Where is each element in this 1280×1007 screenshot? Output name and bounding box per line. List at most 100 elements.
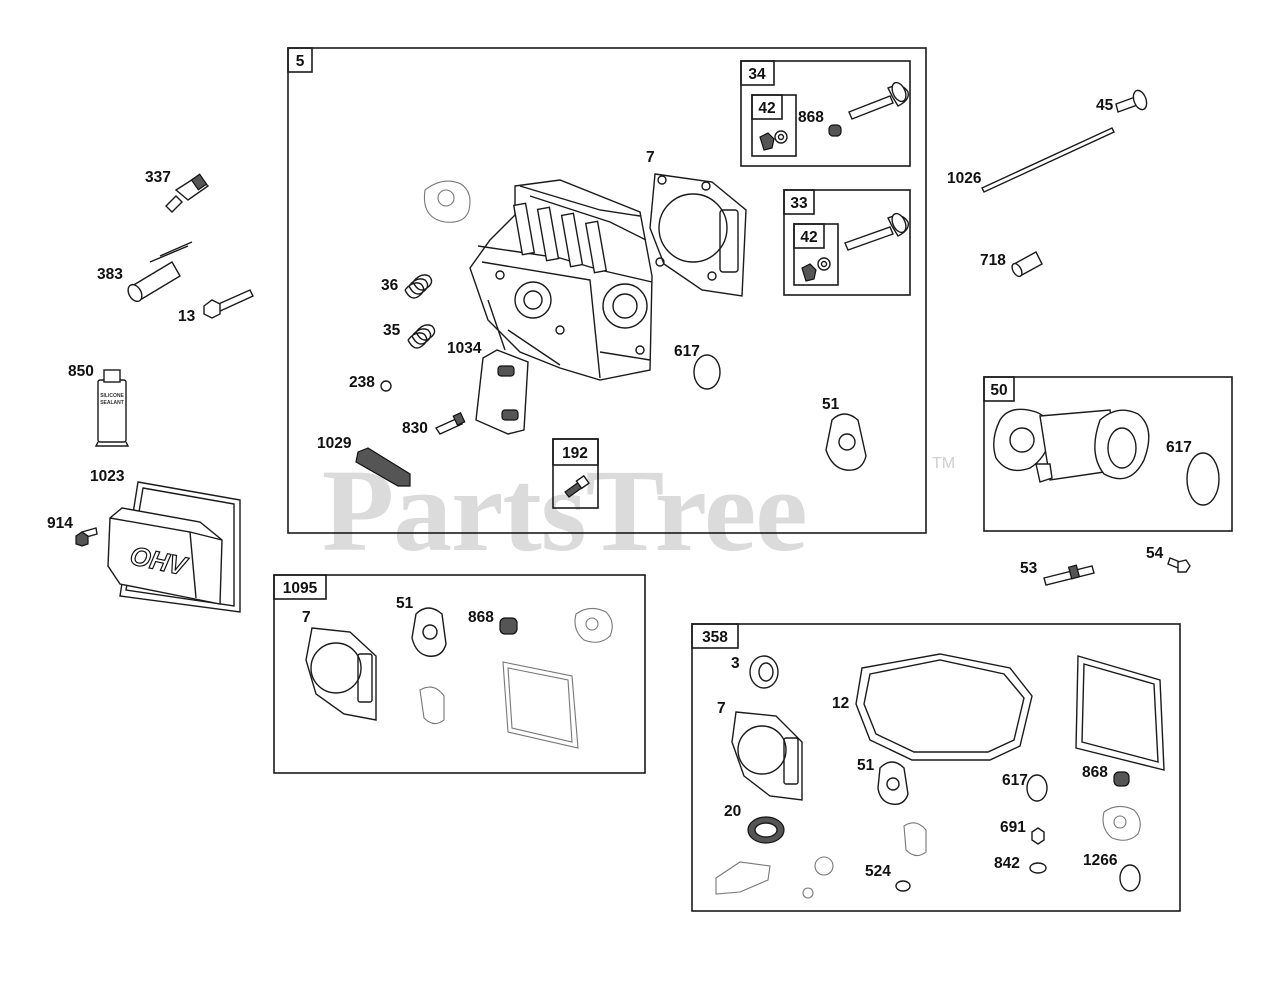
label-1026: 1026: [947, 170, 982, 187]
dowel-pin-icon: [1011, 251, 1043, 278]
seal-20-icon: [747, 816, 785, 844]
gasket-51-1095-icon: [411, 607, 447, 657]
label-51: 51: [822, 396, 840, 413]
carburetor-gasket-icon: [825, 413, 867, 471]
label-35: 35: [383, 322, 401, 339]
gasket-51-358-icon: [877, 761, 909, 805]
label-7-1095: 7: [302, 609, 311, 626]
label-718: 718: [980, 252, 1006, 269]
watermark-text: PartsTree: [322, 445, 807, 576]
exhaust-valve-icon: [844, 212, 909, 251]
label-1023: 1023: [90, 468, 125, 485]
o-ring-icon: [693, 354, 721, 390]
valve-lifter-icon: [1115, 89, 1148, 113]
box-5-number: 5: [296, 53, 305, 70]
intake-gasket-faint-icon: [423, 180, 471, 223]
o-ring-524-icon: [895, 880, 911, 892]
intake-manifold-icon: [993, 408, 1150, 483]
oil-seal-icon: [749, 655, 779, 689]
nut-691-icon: [1031, 827, 1045, 845]
label-12: 12: [832, 695, 849, 712]
label-868-358: 868: [1082, 764, 1108, 781]
breather-plate-icon: [475, 349, 529, 435]
rocker-arm-icon: [355, 447, 411, 487]
box-34-number: 34: [748, 66, 766, 83]
label-53: 53: [1020, 560, 1038, 577]
label-337: 337: [145, 169, 171, 186]
group-box-33: 33 42: [783, 189, 911, 296]
label-1034: 1034: [447, 340, 482, 357]
group-box-34: 34 42: [740, 60, 911, 167]
group-box-192: 192: [552, 438, 599, 509]
manifold-o-ring-icon: [1186, 452, 1220, 506]
label-51-1095: 51: [396, 595, 414, 612]
retainer-icon: [828, 124, 842, 137]
o-ring-617-358-icon: [1026, 774, 1048, 802]
push-rod-icon: [981, 127, 1115, 193]
box-1095-number: 1095: [283, 580, 318, 597]
crankcase-gasket-icon: [855, 653, 1033, 761]
label-383: 383: [97, 266, 123, 283]
valve-cover-gasket-358-icon: [1075, 655, 1165, 771]
plug-icon: [380, 380, 392, 392]
spark-plug-wrench-icon: [127, 241, 193, 303]
o-ring-1266-icon: [1119, 864, 1141, 892]
label-20: 20: [724, 803, 741, 820]
retainer-1095-icon: [499, 617, 518, 635]
bolt-icon: [203, 289, 254, 319]
o-ring-842-icon: [1029, 862, 1047, 874]
valve-keeper-icon: [759, 132, 775, 151]
label-238: 238: [349, 374, 375, 391]
label-914: 914: [47, 515, 73, 532]
box-192-number: 192: [562, 445, 588, 462]
retainer-868-358-icon: [1113, 771, 1130, 787]
group-box-358: 358: [691, 623, 1181, 912]
label-868-1095: 868: [468, 609, 494, 626]
valve-spring-35-icon: [407, 324, 436, 349]
label-617-manifold: 617: [1166, 439, 1192, 456]
group-box-5: 5: [287, 47, 927, 534]
label-3: 3: [731, 655, 740, 672]
tube-line-2: SEALANT: [100, 400, 124, 406]
head-gasket-1095-icon: [305, 627, 377, 721]
label-524: 524: [865, 863, 891, 880]
spark-plug-icon: [165, 173, 210, 213]
label-617-358: 617: [1002, 772, 1028, 789]
group-box-50: 50: [983, 376, 1233, 532]
box-42b-number: 42: [800, 229, 817, 246]
label-7-358: 7: [717, 700, 726, 717]
label-51-358: 51: [857, 757, 875, 774]
label-868: 868: [798, 109, 824, 126]
faint-gasket-1095-icon: [419, 607, 613, 749]
valve-cover-icon: OHV: [107, 507, 223, 605]
label-54: 54: [1146, 545, 1164, 562]
label-13: 13: [178, 308, 196, 325]
cylinder-head-icon: [469, 179, 653, 381]
stud-icon: [434, 411, 466, 435]
intake-valve-icon: [848, 81, 909, 120]
label-691: 691: [1000, 819, 1026, 836]
sealant-tube-icon: SILICONE SEALANT: [94, 369, 130, 447]
head-gasket-358-icon: [731, 711, 803, 801]
valve-spring-36-icon: [404, 274, 433, 299]
label-830: 830: [402, 420, 428, 437]
label-36: 36: [381, 277, 399, 294]
label-842: 842: [994, 855, 1020, 872]
manifold-screw-icon: [1167, 557, 1191, 573]
label-617: 617: [674, 343, 700, 360]
box-358-number: 358: [702, 629, 728, 646]
watermark-trademark: TM: [932, 455, 955, 472]
head-gasket-icon: [649, 173, 747, 297]
faint-parts-358-icon: [715, 805, 1141, 899]
label-7: 7: [646, 149, 655, 166]
label-1266: 1266: [1083, 852, 1118, 869]
label-45: 45: [1096, 97, 1114, 114]
box-33-number: 33: [790, 195, 808, 212]
box-42-number: 42: [758, 100, 775, 117]
tube-line-1: SILICONE: [100, 393, 124, 399]
manifold-stud-icon: [1043, 564, 1095, 586]
label-1029: 1029: [317, 435, 352, 452]
box-50-number: 50: [990, 382, 1007, 399]
valve-keeper-icon: [801, 263, 817, 282]
